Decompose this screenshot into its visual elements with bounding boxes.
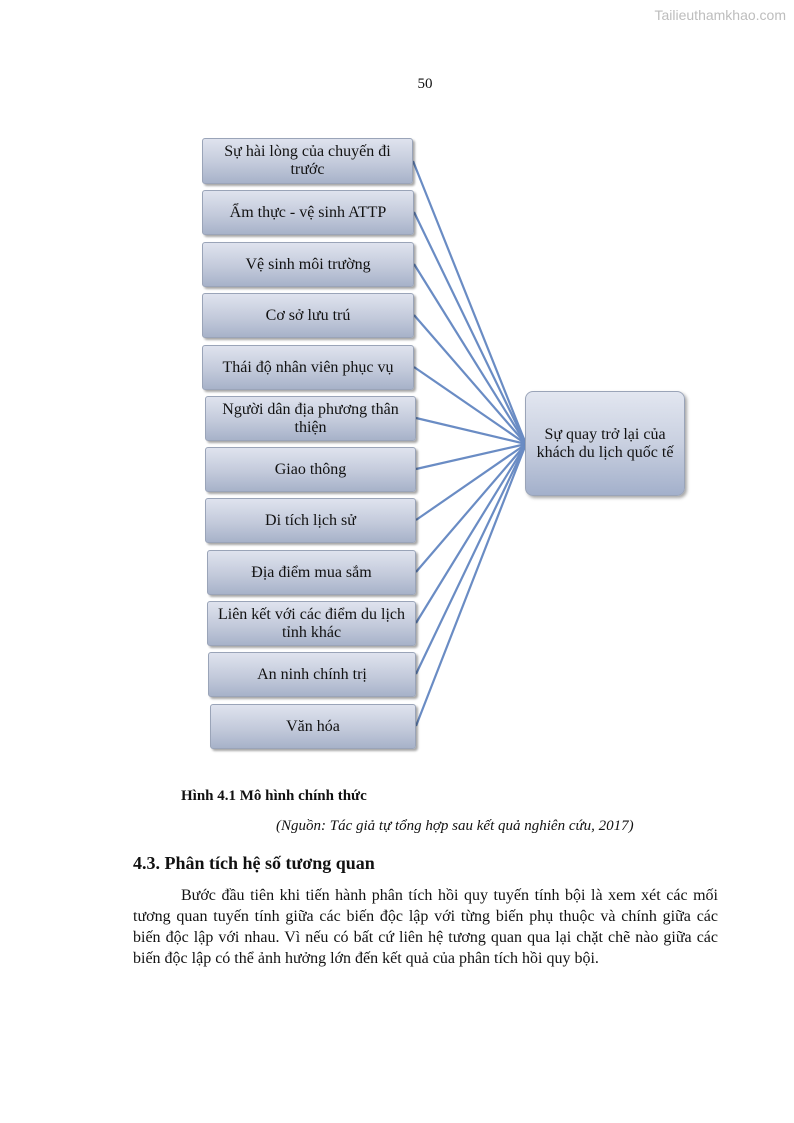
factor-box: Địa điểm mua sắm (207, 550, 416, 595)
factor-box: Cơ sở lưu trú (202, 293, 414, 338)
section-heading: 4.3. Phân tích hệ số tương quan (133, 853, 375, 873)
connector-line-2 (413, 211, 527, 445)
connector-line-10 (415, 443, 527, 624)
factor-box: Văn hóa (210, 704, 416, 749)
connector-lines (411, 160, 528, 727)
factor-box: Giao thông (205, 447, 416, 492)
watermark: Tailieuthamkhao.com (654, 7, 786, 23)
page-number: 50 (417, 76, 433, 92)
factor-box: Liên kết với các điểm du lịch tỉnh khác (207, 601, 416, 646)
connector-line-7 (415, 442, 527, 471)
connector-line-4 (413, 314, 527, 445)
factor-box: Ẩm thực - vệ sinh ATTP (202, 190, 414, 235)
factor-box: Vệ sinh môi trường (202, 242, 414, 287)
connector-line-1 (411, 160, 528, 445)
connector-line-11 (415, 443, 527, 675)
factor-box: An ninh chính trị (208, 652, 416, 697)
factor-box: Di tích lịch sử (205, 498, 416, 543)
connector-line-9 (415, 443, 527, 573)
connector-line-3 (413, 263, 527, 445)
figure-source: (Nguồn: Tác giả tự tổng hợp sau kết quả … (276, 818, 634, 834)
connector-line-5 (413, 366, 527, 445)
factor-box: Thái độ nhân viên phục vụ (202, 345, 414, 390)
factor-box: Sự hài lòng của chuyến đi trước (202, 138, 413, 184)
outcome-box: Sự quay trở lại của khách du lịch quốc t… (525, 391, 685, 496)
connector-line-8 (415, 443, 527, 521)
connector-line-6 (415, 416, 527, 446)
factor-box: Người dân địa phương thân thiện (205, 396, 416, 441)
body-paragraph: Bước đầu tiên khi tiến hành phân tích hồ… (133, 887, 718, 967)
connector-line-12 (414, 443, 528, 727)
figure-caption: Hình 4.1 Mô hình chính thức (181, 788, 367, 804)
